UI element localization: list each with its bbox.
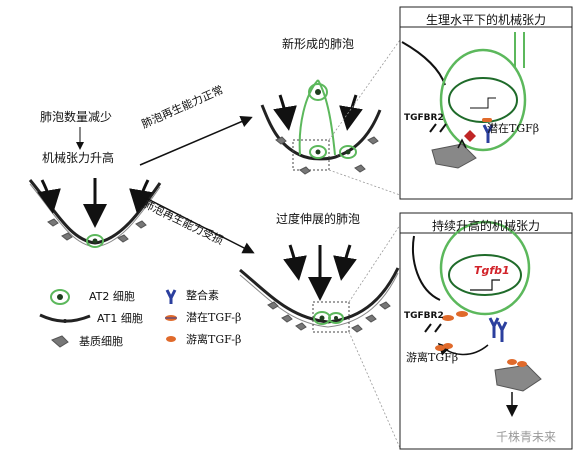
label-reduced-alveoli: 肺泡数量减少 — [40, 110, 113, 124]
panel-top-receptor: TGFBR2 — [404, 113, 444, 123]
panel-bottom-gene: Tgfb1 — [474, 264, 510, 277]
panel-bottom-free: 游离TGFβ — [406, 351, 459, 364]
panel-bottom-receptor: TGFBR2 — [404, 311, 444, 321]
legend-at2-label: AT2 细胞 — [89, 290, 135, 303]
legend-integrin-icon — [165, 289, 177, 304]
watermark: 千株青未来 — [496, 430, 557, 444]
label-new-alveoli: 新形成的肺泡 — [282, 37, 355, 51]
legend-integrin-label: 整合素 — [186, 289, 219, 302]
legend-latent-label: 潜在TGF-β — [186, 311, 242, 324]
legend — [39, 289, 177, 348]
alveolus-overstretched — [239, 224, 401, 449]
legend-free-label: 游离TGF-β — [186, 333, 242, 346]
label-overstretched-alveoli: 过度伸展的肺泡 — [276, 212, 361, 226]
legend-at2-icon — [50, 289, 70, 305]
panel-sustained — [399, 212, 573, 450]
legend-matrix-icon — [51, 335, 69, 348]
legend-at1-label: AT1 细胞 — [97, 312, 143, 325]
panel-top-latent: 潜在TGFβ — [487, 122, 540, 135]
alveolus-new — [260, 39, 401, 196]
label-tension-up: 机械张力升高 — [42, 151, 115, 165]
arrow-impaired-regeneration — [139, 194, 255, 254]
legend-matrix-label: 基质细胞 — [79, 335, 123, 348]
panel-bottom-title: 持续升高的机械张力 — [431, 219, 540, 233]
zoom-box-bottom — [312, 301, 350, 333]
zoom-box-top — [292, 139, 330, 171]
panel-physiological — [399, 6, 573, 200]
alveolus-left — [28, 178, 162, 248]
arrow-normal-regeneration — [139, 116, 253, 166]
legend-free-icon — [166, 336, 176, 342]
panel-top-title: 生理水平下的机械张力 — [425, 13, 546, 27]
at2-cell-icon — [86, 234, 104, 248]
